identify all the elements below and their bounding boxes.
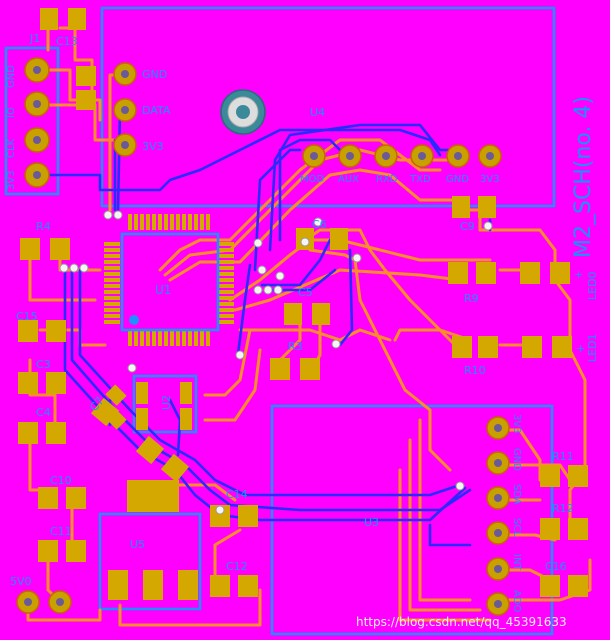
led0-plus-mark: + <box>574 268 583 281</box>
label-c9: C9 <box>460 220 475 233</box>
u4-pin-rxd: RXD <box>376 174 398 185</box>
label-u1: U1 <box>155 283 171 297</box>
mid-pin-gnd: GND <box>142 68 167 81</box>
j1-pin-clk: CLK <box>6 138 17 158</box>
u1-chip <box>104 214 234 346</box>
u4-pin-txd: TXD <box>409 174 431 185</box>
u2-outline <box>132 374 198 434</box>
u4-pin-gnd: GND <box>446 174 469 185</box>
j1-outline <box>4 46 60 196</box>
label-r12: R12 <box>552 502 574 515</box>
label-r4: R4 <box>36 220 51 233</box>
smd-pads <box>18 8 588 597</box>
j1-pin-io: IO <box>6 107 17 118</box>
pin-labels: 3V3 CLK IO GND GND DATA 3V3 MOD AUX RXD … <box>6 65 522 613</box>
label-r11: R11 <box>552 450 574 463</box>
u4-pin-mod: MOD <box>300 174 324 185</box>
u1-pins-top <box>128 214 210 230</box>
u3-pin-3v3: 3V3 <box>511 414 522 434</box>
label-j1: J1 <box>29 32 40 45</box>
u1-pins-right <box>218 242 234 324</box>
u1-pins-bottom <box>128 330 210 346</box>
label-led0: LED0 <box>586 271 599 300</box>
label-c5: C5 <box>298 286 313 299</box>
bottom-traces <box>38 108 492 547</box>
label-c4: C4 <box>36 406 51 419</box>
label-c11: C11 <box>50 525 72 538</box>
label-u5: U5 <box>130 538 145 551</box>
label-u3: U3 <box>364 516 379 529</box>
watermark-text: https://blog.csdn.net/qq_45391633 <box>356 615 567 629</box>
label-r9: R9 <box>464 292 479 305</box>
u1-body <box>120 232 220 332</box>
j1-pin-3v3: 3V3 <box>6 170 17 190</box>
mid-pin-data: DATA <box>142 104 171 117</box>
u3-pin-ado: ADO <box>511 590 522 613</box>
label-c16: C16 <box>545 560 567 573</box>
label-r3: R3 <box>288 340 303 353</box>
u4-pin-aux: AUX <box>338 174 359 185</box>
label-c3: C3 <box>36 358 51 371</box>
component-labels: J1 C13 R4 C15 C3 C4 C10 C11 U1 U2 U3 U4 … <box>16 32 599 573</box>
vias <box>59 210 493 515</box>
label-u2: U2 <box>160 395 173 410</box>
label-led1: LED1 <box>586 333 599 362</box>
u3-pin-scl: SCL <box>511 518 522 537</box>
u1-pin1-marker <box>129 315 139 325</box>
u3-pin-gnd: GND <box>511 448 522 471</box>
label-c14: C14 <box>226 488 248 501</box>
through-hole-pads <box>16 57 510 616</box>
u3-pin-sda: SDA <box>511 484 522 505</box>
u1-pins-left <box>104 242 120 324</box>
j1-pin-gnd: GND <box>6 65 17 88</box>
label-c12: C12 <box>226 560 248 573</box>
board-title: M2_SCH(no. 4) <box>571 96 596 258</box>
u5-outline <box>98 512 202 611</box>
u4-outline <box>100 6 556 208</box>
label-c10: C10 <box>50 474 72 487</box>
u5-chip <box>108 480 198 600</box>
led1-plus-mark: + <box>576 342 585 355</box>
label-c6: C6 <box>312 218 327 231</box>
u4-pin-3v3: 3V3 <box>480 174 500 185</box>
mounting-hole <box>220 89 266 135</box>
u3-pin-int: INT <box>511 554 522 571</box>
label-u4: U4 <box>310 106 325 119</box>
label-c13: C13 <box>56 35 78 48</box>
label-r10: R10 <box>464 364 486 377</box>
mid-pin-3v3: 3V3 <box>142 140 164 153</box>
power-label-5v0: 5V0 <box>10 575 32 588</box>
label-c15: C15 <box>16 310 38 323</box>
